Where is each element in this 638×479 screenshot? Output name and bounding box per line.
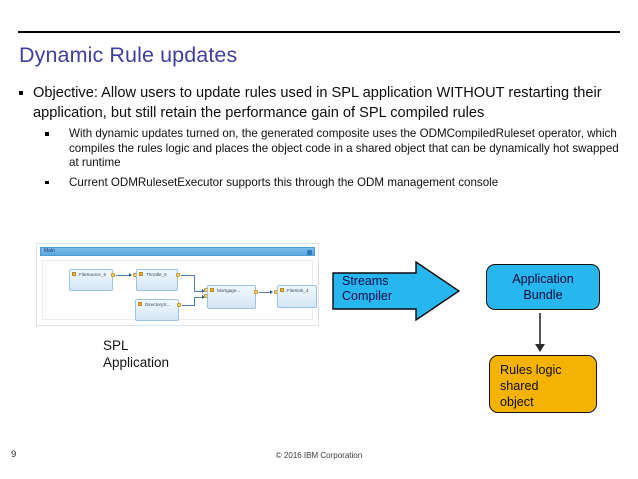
- sub-bullet-item: Current ODMRulesetExecutor supports this…: [45, 176, 619, 191]
- sub-bullet-item: With dynamic updates turned on, the gene…: [45, 127, 619, 171]
- bullet-objective: Objective: Allow users to update rules u…: [19, 84, 619, 123]
- connection-arrowhead-icon: [202, 288, 205, 293]
- operator-node-mortgage: Mortgage...: [207, 285, 256, 309]
- connection-wire: [194, 291, 203, 292]
- operator-node-filesource: FileSource_5: [69, 269, 113, 291]
- spl-graph-screenshot: Main FileSource_5 Throttle_5: [36, 243, 319, 326]
- operator-label: DirectoryS...: [145, 302, 171, 307]
- rules-shared-object-box: Rules logic shared object: [489, 355, 597, 413]
- copyright-notice: © 2016 IBM Corporation: [275, 451, 363, 460]
- bundle-to-rules-connector: [539, 313, 541, 346]
- operator-port: [254, 290, 258, 294]
- spl-panel-title-label: Main: [44, 248, 55, 254]
- streams-compiler-arrow: Streams Compiler: [332, 261, 460, 321]
- spl-application-caption: SPL Application: [103, 337, 169, 371]
- sub-bullet-list: With dynamic updates turned on, the gene…: [19, 127, 619, 190]
- sub-bullet-square-icon: [45, 180, 49, 185]
- spl-panel-titlebar: Main: [40, 247, 315, 256]
- application-bundle-line1: Application: [512, 272, 574, 286]
- operator-icon: [280, 288, 284, 292]
- bullet-objective-text: Objective: Allow users to update rules u…: [33, 85, 602, 121]
- operator-icon: [139, 272, 143, 276]
- bullet-list: Objective: Allow users to update rules u…: [19, 84, 619, 196]
- sub-bullet-text: Current ODMRulesetExecutor supports this…: [69, 175, 499, 189]
- application-bundle-box: Application Bundle: [486, 264, 600, 310]
- page-title: Dynamic Rule updates: [19, 43, 238, 67]
- operator-label: Throttle_5: [146, 272, 167, 277]
- rules-shared-object-line1: Rules logic: [500, 363, 562, 377]
- operator-port: [177, 303, 181, 307]
- operator-label: Mortgage...: [217, 288, 241, 293]
- bullet-square-icon: [19, 91, 23, 95]
- streams-compiler-label: Streams Compiler: [342, 274, 392, 304]
- streams-compiler-line2: Compiler: [342, 289, 393, 303]
- operator-node-throttle: Throttle_5: [136, 269, 178, 291]
- operator-node-filesink: FileSink_4: [277, 285, 317, 308]
- operator-icon: [72, 272, 76, 276]
- connection-wire: [116, 275, 130, 276]
- connection-wire: [181, 275, 195, 276]
- connection-arrowhead-icon: [129, 272, 132, 277]
- spl-caption-line2: Application: [103, 355, 170, 370]
- streams-compiler-line1: Streams: [342, 274, 389, 288]
- title-divider: [18, 31, 620, 33]
- rules-shared-object-line3: object: [500, 395, 534, 409]
- operator-icon: [210, 288, 214, 292]
- application-bundle-line2: Bundle: [523, 288, 563, 302]
- application-bundle-label: Application Bundle: [512, 271, 574, 303]
- operator-label: FileSink_4: [287, 288, 309, 293]
- connection-arrowhead-icon: [202, 294, 205, 299]
- connection-arrowhead-icon: [270, 289, 273, 294]
- connection-wire: [194, 297, 195, 306]
- operator-port: [111, 273, 115, 277]
- operator-icon: [138, 302, 142, 306]
- connection-wire: [182, 305, 194, 306]
- sub-bullet-text: With dynamic updates turned on, the gene…: [69, 127, 619, 170]
- slide-number: 9: [11, 449, 17, 460]
- operator-label: FileSource_5: [79, 272, 107, 277]
- spl-graph-canvas: FileSource_5 Throttle_5 DirectoryS...: [42, 260, 317, 321]
- operator-port: [176, 273, 180, 277]
- connection-wire: [194, 297, 203, 298]
- spl-panel-collapse-icon: [307, 249, 312, 255]
- rules-shared-object-line2: shared: [500, 379, 539, 393]
- connection-wire: [259, 292, 271, 293]
- connection-wire: [194, 275, 195, 292]
- bundle-to-rules-arrowhead-icon: [535, 344, 545, 352]
- sub-bullet-square-icon: [45, 132, 49, 136]
- block-arrow-shape-icon: [332, 261, 460, 321]
- spl-caption-line1: SPL: [103, 338, 129, 353]
- operator-node-directory: DirectoryS...: [135, 299, 179, 321]
